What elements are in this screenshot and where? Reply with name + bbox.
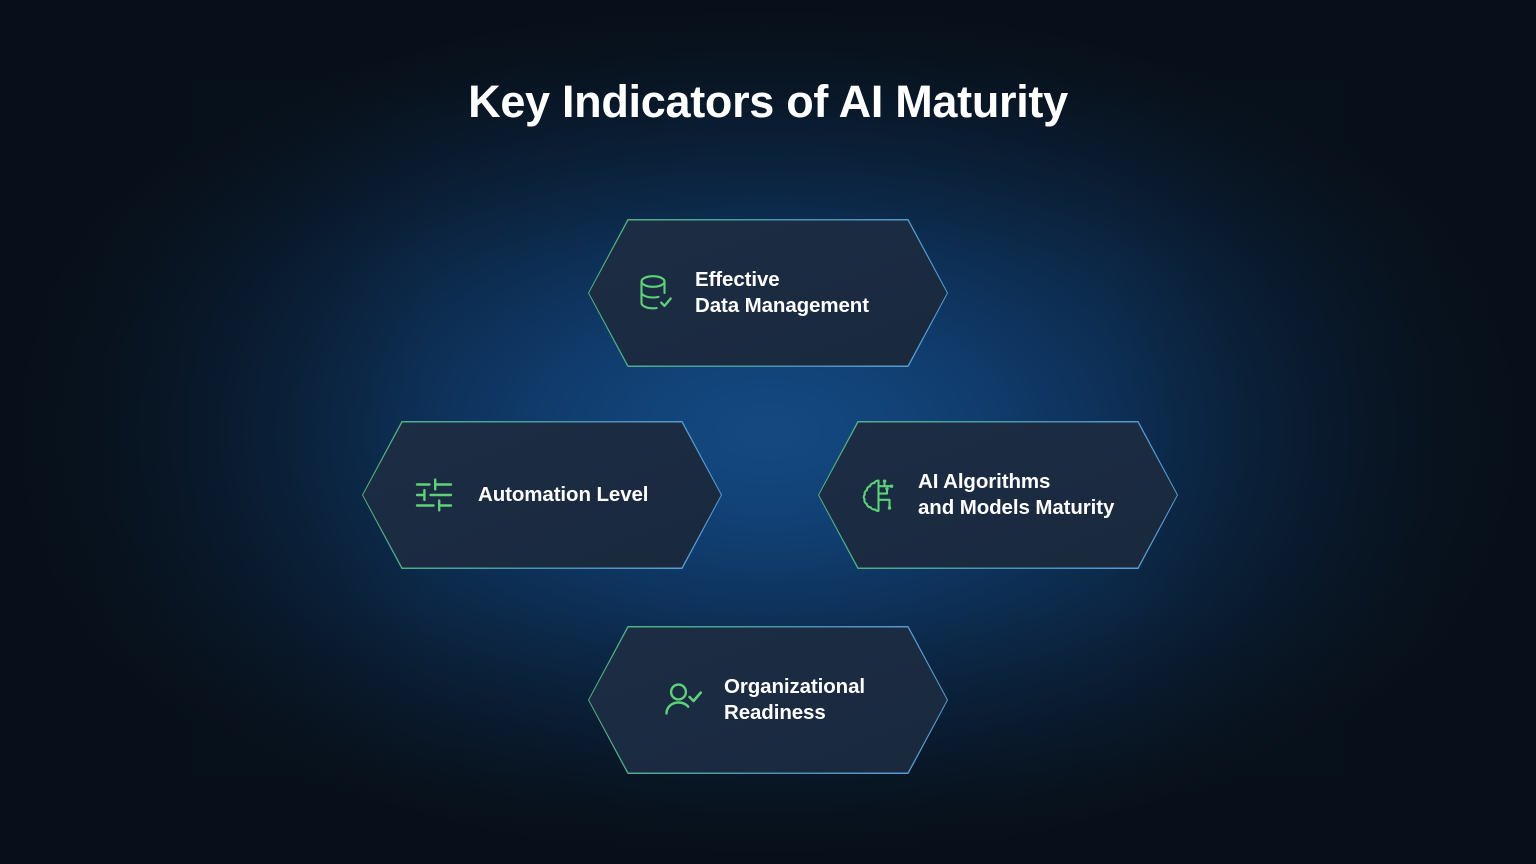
card-content: Effective Data Management <box>588 219 948 367</box>
card-label: Organizational Readiness <box>724 674 865 725</box>
sliders-icon <box>415 478 453 512</box>
card-organizational-readiness[interactable]: Organizational Readiness <box>588 626 948 774</box>
user-check-icon <box>665 683 702 715</box>
card-fill <box>589 220 947 366</box>
card-fill <box>589 627 947 773</box>
card-content: AI Algorithms and Models Maturity <box>818 421 1178 569</box>
card-label: AI Algorithms and Models Maturity <box>918 469 1115 520</box>
card-label: Automation Level <box>478 482 649 506</box>
card-effective-data-management[interactable]: Effective Data Management <box>588 219 948 367</box>
database-check-icon <box>640 275 672 310</box>
card-label: Effective Data Management <box>695 267 869 318</box>
card-automation-level[interactable]: Automation Level <box>362 421 722 569</box>
card-content: Automation Level <box>362 421 722 569</box>
card-ai-algorithms-models-maturity[interactable]: AI Algorithms and Models Maturity <box>818 421 1178 569</box>
page-title: Key Indicators of AI Maturity <box>468 76 1068 127</box>
brain-circuit-icon <box>862 479 894 512</box>
card-content: Organizational Readiness <box>588 626 948 774</box>
